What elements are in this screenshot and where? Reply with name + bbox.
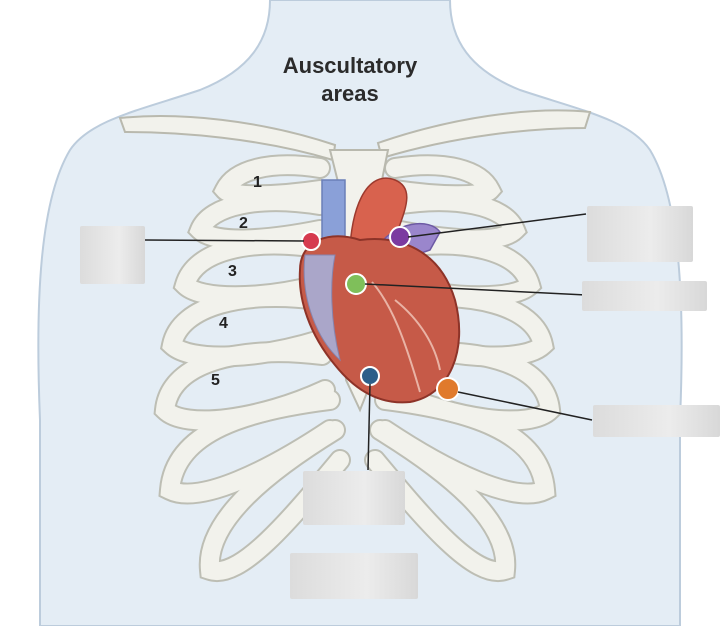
label-blank-tricuspid[interactable] (303, 471, 405, 525)
label-blank-aortic[interactable] (80, 226, 145, 284)
right-atrium (303, 254, 341, 362)
rib-number-3: 3 (228, 263, 237, 280)
left-ribs-fill (155, 156, 349, 581)
mitral-area-marker (436, 377, 460, 401)
heart-body (298, 235, 461, 404)
rib-number-2: 2 (239, 215, 248, 232)
aortic-area-marker (301, 231, 321, 251)
title-line-1: Auscultatory (282, 53, 418, 78)
leader-pulmonic (407, 213, 587, 238)
pulmonic-area-marker (389, 226, 411, 248)
rib-number-5: 5 (211, 372, 220, 389)
leader-mitral (457, 391, 593, 421)
leader-aortic (144, 239, 305, 242)
coronary-artery (371, 281, 441, 393)
diagram-title: Auscultatory areas (250, 52, 450, 108)
heart (298, 177, 461, 404)
leader-tricuspid (367, 383, 371, 471)
rib-number-4: 4 (219, 315, 228, 332)
label-blank-extra[interactable] (290, 553, 418, 599)
title-line-2: areas (321, 81, 379, 106)
rib-number-1: 1 (253, 174, 262, 191)
leader-lines (144, 213, 593, 471)
tricuspid-area-marker (360, 366, 380, 386)
label-blank-erbs-point[interactable] (582, 281, 707, 311)
label-blank-pulmonic[interactable] (587, 206, 693, 262)
label-blank-mitral[interactable] (593, 405, 720, 437)
leader-erbs (364, 283, 587, 296)
erbs-point-marker (345, 273, 367, 295)
